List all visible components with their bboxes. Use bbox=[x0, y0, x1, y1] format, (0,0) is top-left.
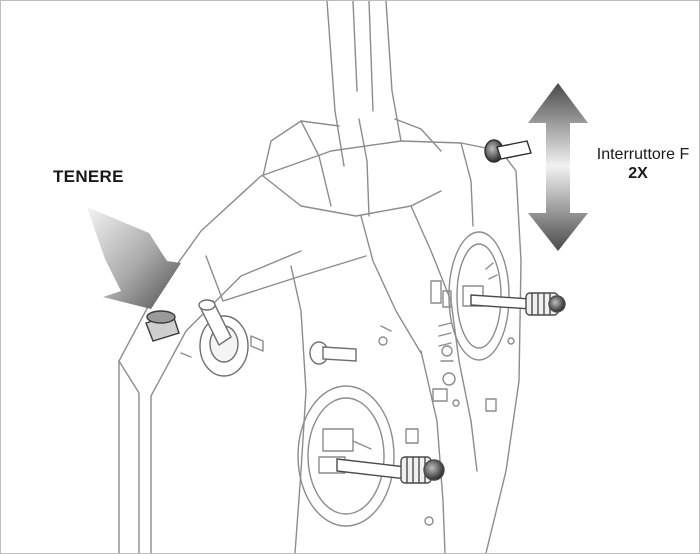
switch-f-callout: Interruttore F 2X bbox=[584, 145, 700, 183]
left-toggle-switch bbox=[199, 300, 248, 376]
right-stick bbox=[471, 293, 565, 315]
antenna-handle bbox=[263, 1, 441, 216]
hold-pointer-arrow-icon bbox=[87, 207, 181, 309]
hold-label: TENERE bbox=[53, 167, 124, 187]
switch-f-label: Interruttore F bbox=[582, 145, 700, 164]
switch-f-action-label: 2X bbox=[572, 164, 700, 183]
hold-switch bbox=[146, 311, 179, 341]
middle-toggle-switch bbox=[310, 342, 356, 364]
switch-f bbox=[485, 140, 531, 162]
left-stick bbox=[337, 457, 444, 483]
screw-holes bbox=[379, 337, 514, 525]
left-gimbal bbox=[298, 386, 394, 526]
